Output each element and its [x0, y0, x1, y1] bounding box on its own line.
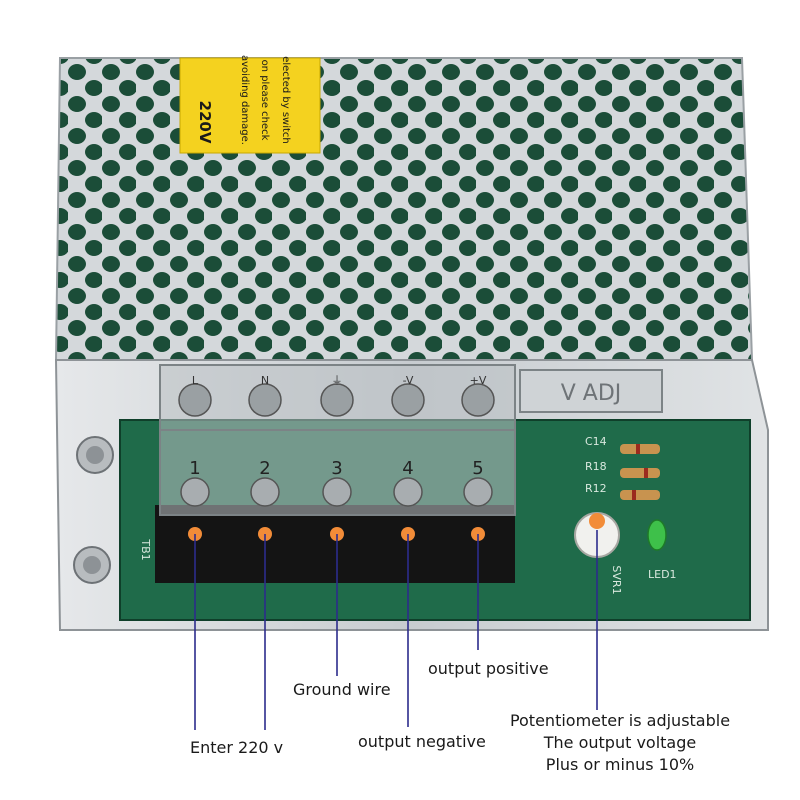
callout-lines: [194, 530, 598, 730]
terminal-screw: [180, 477, 210, 507]
v-adj-window: [519, 369, 663, 413]
warning-label: 220V elected by switch on please check a…: [179, 55, 321, 154]
callout-ground-wire: Ground wire: [293, 680, 391, 699]
terminal-number: 2: [259, 458, 270, 479]
terminal-number: 4: [402, 458, 413, 479]
terminal-screw: [463, 477, 493, 507]
terminal-top-mark: -V: [403, 374, 414, 387]
terminal-screw: [322, 477, 352, 507]
warning-line-2: on please check: [259, 60, 270, 141]
perforated-cover: [54, 57, 754, 361]
v-adj-text: V ADJ: [561, 381, 622, 406]
terminal-top-mark: L: [192, 374, 199, 387]
terminal-top-screw: [248, 383, 282, 417]
pcb-label-svr1: SVR1: [610, 565, 623, 594]
terminal-number: 1: [189, 458, 200, 479]
led: [647, 519, 667, 551]
callout-output-negative: output negative: [358, 732, 486, 751]
terminal-top-screw: [461, 383, 495, 417]
pcb-label-r12: R12: [585, 482, 607, 495]
terminal-top-screw: [320, 383, 354, 417]
callout-output-positive: output positive: [428, 659, 549, 678]
terminal-screw: [250, 477, 280, 507]
callout-potentiometer: Potentiometer is adjustable The output v…: [500, 710, 740, 776]
warning-line-1: elected by switch: [280, 56, 291, 144]
terminal-top-mark: +V: [470, 374, 487, 387]
terminal-top-mark: ⏚: [332, 374, 343, 387]
warning-line-3: avoiding damage.: [239, 55, 250, 145]
potentiometer-marker: [589, 513, 605, 529]
terminal-top-screw: [391, 383, 425, 417]
pcb-label-tb1: TB1: [139, 538, 152, 560]
terminal-top-screw: [178, 383, 212, 417]
callout-enter-220v: Enter 220 v: [190, 738, 284, 757]
pcb-label-r18: R18: [585, 460, 607, 473]
terminal-block: [155, 505, 515, 583]
callout-potentiometer-line-1: Potentiometer is adjustable: [509, 711, 731, 730]
pcb-label-c14: C14: [585, 435, 607, 448]
side-screw-top: [76, 436, 114, 474]
callout-potentiometer-line-2: The output voltage: [543, 733, 697, 752]
terminal-number: 5: [472, 458, 483, 479]
warning-voltage: 220V: [196, 101, 214, 144]
terminal-number: 3: [331, 458, 342, 479]
pcb-label-led1: LED1: [648, 568, 677, 581]
terminal-screw: [393, 477, 423, 507]
callout-potentiometer-line-3: Plus or minus 10%: [545, 755, 695, 774]
terminal-top-mark: N: [261, 374, 269, 387]
side-screw-bottom: [73, 546, 111, 584]
resistor-group: [620, 444, 660, 500]
